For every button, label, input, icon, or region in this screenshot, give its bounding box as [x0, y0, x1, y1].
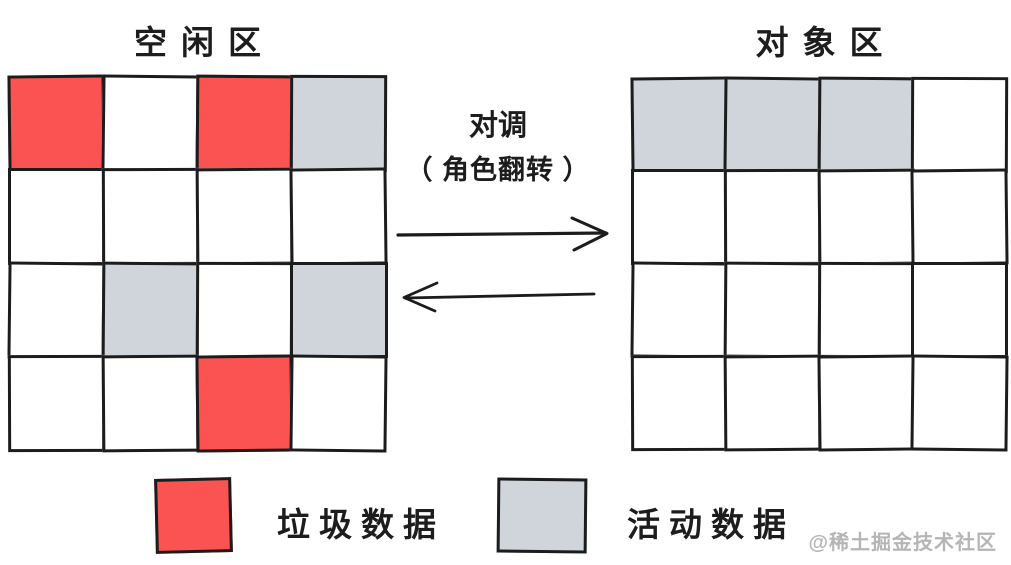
cell-free	[723, 169, 821, 266]
cell-free	[629, 261, 728, 359]
cell-free	[7, 354, 105, 452]
cell-free	[910, 76, 1008, 173]
garbage-data-label: 垃圾数据	[277, 506, 445, 543]
cell-free	[289, 354, 389, 453]
cell-free	[817, 261, 915, 358]
cell-garbage	[195, 354, 294, 453]
cell-active	[629, 75, 728, 173]
cell-garbage	[195, 74, 294, 172]
cell-active	[817, 76, 915, 173]
object-area-grid	[629, 75, 1009, 452]
cell-free	[910, 168, 1009, 266]
cell-free	[630, 169, 727, 265]
cell-free	[816, 354, 915, 452]
cell-active	[723, 75, 822, 173]
cell-free	[911, 262, 1008, 358]
free-area-title: 空闲区	[134, 24, 275, 61]
cell-free	[7, 168, 105, 265]
right-arrow-icon	[396, 216, 609, 252]
cell-active	[290, 74, 388, 172]
left-arrow-icon	[402, 281, 596, 313]
active-data-swatch	[496, 477, 588, 554]
garbage-data-swatch	[154, 477, 233, 554]
cell-free	[723, 354, 821, 451]
swap-label-line2: （ 角色翻转 ）	[405, 155, 591, 185]
cell-free	[195, 261, 294, 359]
cell-active	[101, 261, 200, 359]
free-area-grid	[6, 73, 389, 453]
watermark: @稀土掘金技术社区	[808, 532, 997, 554]
object-area-title: 对象区	[755, 24, 897, 61]
swap-label-line1: 对调	[468, 110, 527, 142]
cell-free	[101, 73, 200, 172]
cell-free	[101, 354, 200, 452]
cell-free	[630, 354, 728, 451]
cell-free	[101, 167, 200, 265]
cell-free	[910, 354, 1009, 452]
cell-active	[290, 261, 388, 358]
cell-free	[195, 167, 294, 265]
cell-free	[289, 167, 389, 266]
swap-label: 对调 （ 角色翻转 ）	[378, 112, 618, 184]
cell-free	[817, 168, 915, 266]
cell-free	[6, 260, 106, 359]
cell-garbage	[6, 73, 106, 172]
active-data-label: 活动数据	[627, 506, 795, 543]
cell-free	[723, 261, 821, 359]
